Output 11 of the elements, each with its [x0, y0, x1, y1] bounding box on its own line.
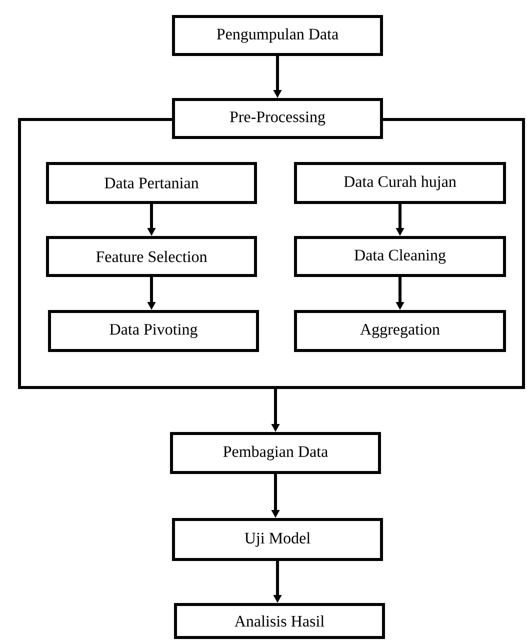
process-box: Feature Selection [46, 236, 257, 277]
process-box: Pre-Processing [172, 98, 383, 139]
process-box: Uji Model [172, 518, 383, 561]
process-box: Data Curah hujan [294, 162, 506, 204]
process-box: Data Cleaning [294, 236, 506, 277]
process-box: Data Pertanian [46, 162, 257, 204]
process-box: Aggregation [294, 310, 506, 352]
process-box: Data Pivoting [48, 310, 259, 352]
process-box: Analisis Hasil [174, 603, 385, 639]
process-box: Pembagian Data [170, 432, 381, 474]
process-box: Pengumpulan Data [172, 15, 383, 56]
